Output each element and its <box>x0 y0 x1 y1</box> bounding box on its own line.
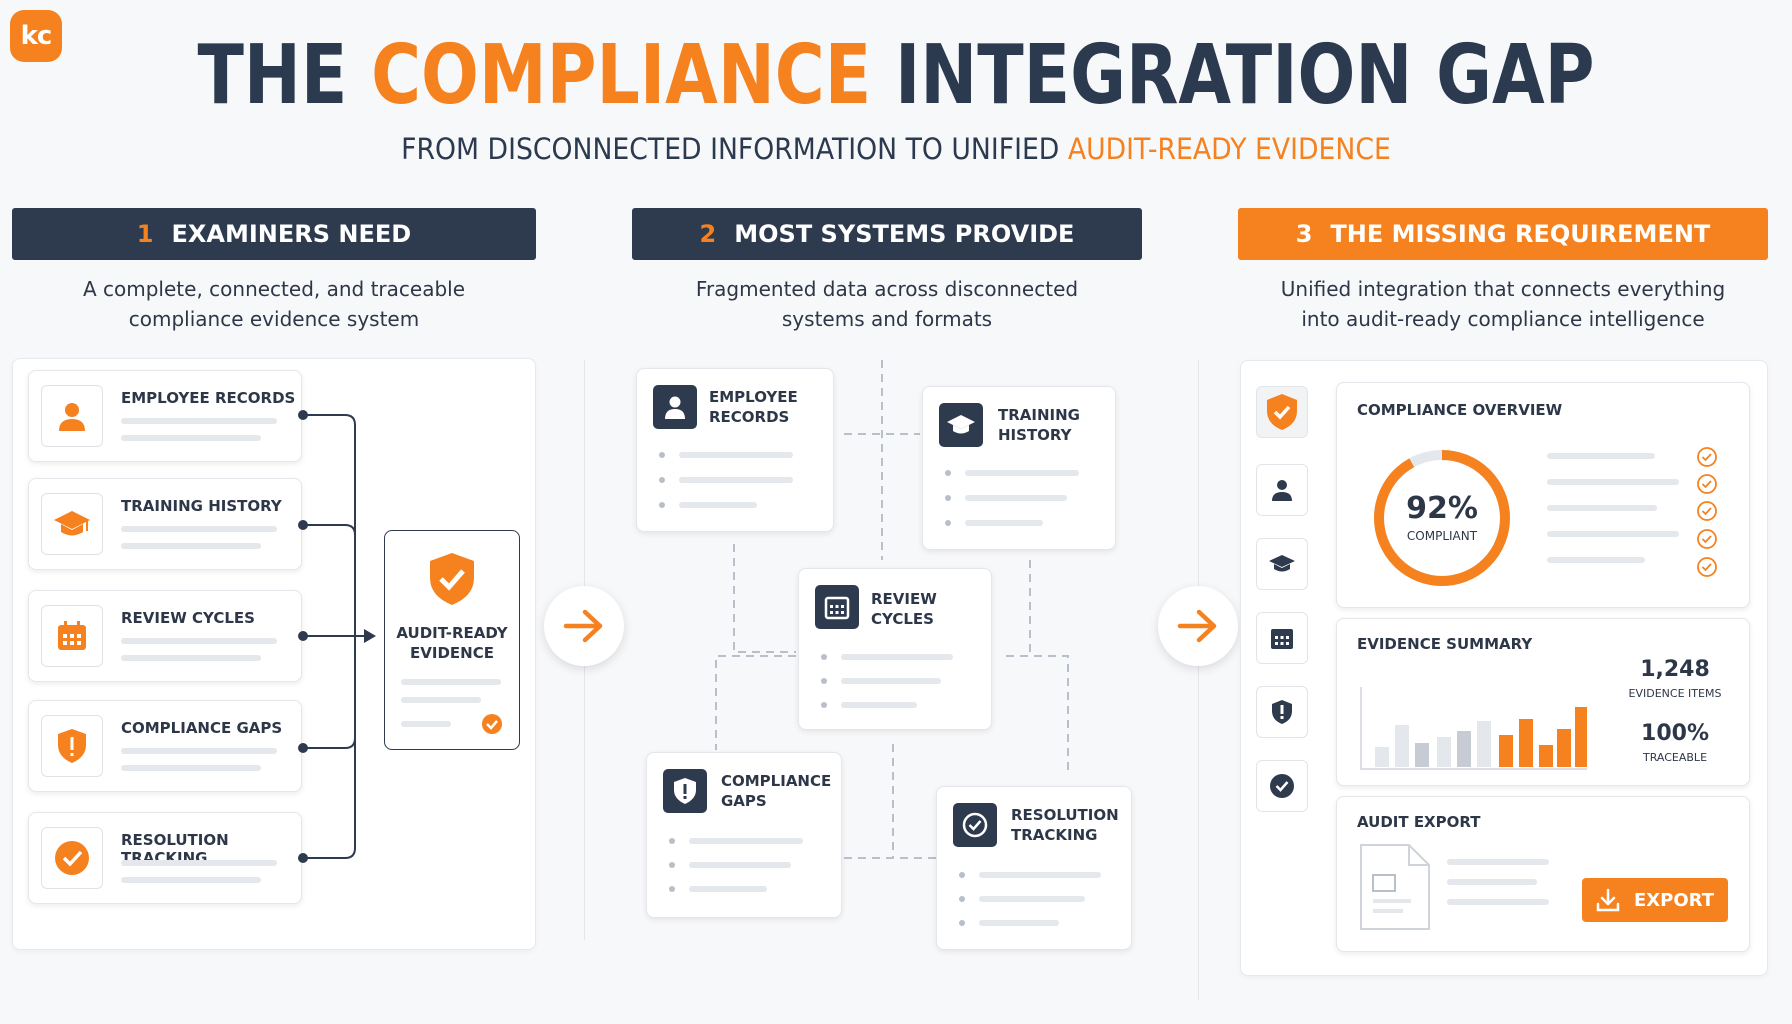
export-label: EXPORT <box>1634 889 1714 911</box>
shield-alert-icon <box>663 769 707 813</box>
evidence-count: 1,248 <box>1640 657 1710 682</box>
nav-shield-alert-icon[interactable] <box>1256 686 1308 738</box>
document-icon <box>1359 843 1431 931</box>
item-label: COMPLIANCE GAPS <box>121 719 283 737</box>
column-description-3: Unified integration that connects everyt… <box>1280 277 1726 331</box>
calendar-icon <box>41 605 103 667</box>
compliance-overview-card: COMPLIANCE OVERVIEW 92% COMPLIANT <box>1336 382 1750 608</box>
list-item-review-cycles: REVIEW CYCLES <box>28 590 302 682</box>
check-badge-icon <box>481 713 503 735</box>
item-label: TRAINING HISTORY <box>121 497 282 515</box>
evidence-summary-title: EVIDENCE SUMMARY <box>1357 635 1533 653</box>
person-icon <box>41 385 103 447</box>
audit-export-title: AUDIT EXPORT <box>1357 813 1481 831</box>
nav-check-circle-icon[interactable] <box>1256 760 1308 812</box>
export-button[interactable]: EXPORT <box>1582 878 1728 922</box>
person-icon <box>653 385 697 429</box>
check-circle-icon <box>41 827 103 889</box>
compliance-donut-chart <box>1374 450 1510 586</box>
traceable-percent: 100% <box>1641 721 1709 746</box>
flow-arrow-icon <box>1158 586 1238 666</box>
list-item-training-history: TRAINING HISTORY <box>28 478 302 570</box>
evidence-bar-chart <box>1360 687 1587 770</box>
nav-graduation-cap-icon[interactable] <box>1256 538 1308 590</box>
list-item-resolution-tracking: RESOLUTION TRACKING <box>28 812 302 904</box>
traceable-label: TRACEABLE <box>1642 751 1708 764</box>
shield-alert-icon <box>41 715 103 777</box>
flow-arrow-icon <box>544 586 624 666</box>
list-item-compliance-gaps: COMPLIANCE GAPS <box>28 700 302 792</box>
compliance-percent-label: COMPLIANT <box>1406 529 1478 543</box>
shield-check-icon <box>427 551 477 607</box>
evidence-count-label: EVIDENCE ITEMS <box>1628 687 1722 700</box>
graduation-cap-icon <box>939 403 983 447</box>
list-item-employee-records: EMPLOYEE RECORDS <box>28 370 302 462</box>
nav-calendar-icon[interactable] <box>1256 612 1308 664</box>
page-subtitle: FROM DISCONNECTED INFORMATION TO UNIFIED… <box>401 132 1391 166</box>
page-title: THE COMPLIANCE INTEGRATION GAP <box>197 28 1595 123</box>
compliance-percent: 92% <box>1406 491 1478 526</box>
graduation-cap-icon <box>41 493 103 555</box>
evidence-summary-card: EVIDENCE SUMMARY 1,248 EVIDENCE ITEMS 10… <box>1336 618 1750 786</box>
audit-export-card: AUDIT EXPORT <box>1336 796 1750 952</box>
item-label: EMPLOYEE RECORDS <box>121 389 296 407</box>
calendar-icon <box>815 585 859 629</box>
nav-shield-check-icon[interactable] <box>1256 386 1308 438</box>
download-icon <box>1596 888 1620 912</box>
item-label: REVIEW CYCLES <box>121 609 255 627</box>
kc-logo: kc <box>10 10 62 62</box>
nav-person-icon[interactable] <box>1256 464 1308 516</box>
column-divider <box>1198 360 1199 1000</box>
compliance-overview-title: COMPLIANCE OVERVIEW <box>1357 401 1563 419</box>
checklist-icons <box>1695 445 1719 591</box>
check-circle-icon <box>953 803 997 847</box>
